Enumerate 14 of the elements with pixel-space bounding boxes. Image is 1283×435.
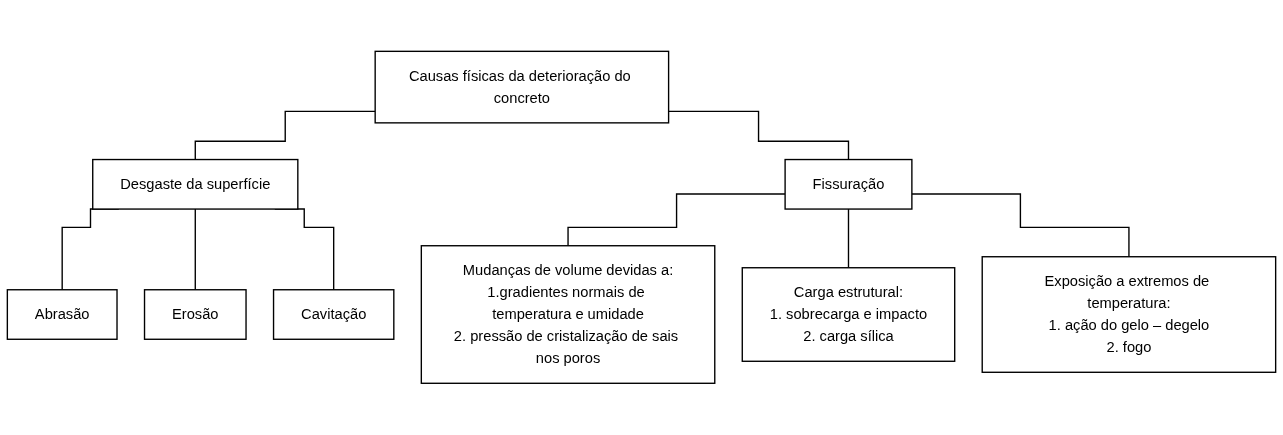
node-box: Abrasão	[6, 289, 118, 341]
node-box: Mudanças de volume devidas a: 1.gradientes normais de temperatura e umidade 2. pressão de cristalização de sais nos poros	[420, 245, 716, 385]
connector	[847, 208, 850, 269]
node-box: Fissuração	[784, 159, 913, 210]
node-box: Exposição a extremos de temperatura: 1. ação do gelo – degelo 2. fogo	[981, 256, 1277, 374]
connector	[911, 193, 1130, 258]
node-box: Erosão	[143, 289, 247, 341]
node-box: Causas físicas da deterioração do concreto	[374, 50, 670, 124]
node-box: Cavitação	[272, 289, 395, 341]
node-box: Desgaste da superfície	[92, 159, 299, 210]
connector	[567, 193, 786, 247]
node-box: Carga estrutural: 1. sobrecarga e impacto 2. carga sílica	[741, 267, 956, 363]
connector	[194, 110, 376, 161]
connector	[194, 208, 196, 291]
